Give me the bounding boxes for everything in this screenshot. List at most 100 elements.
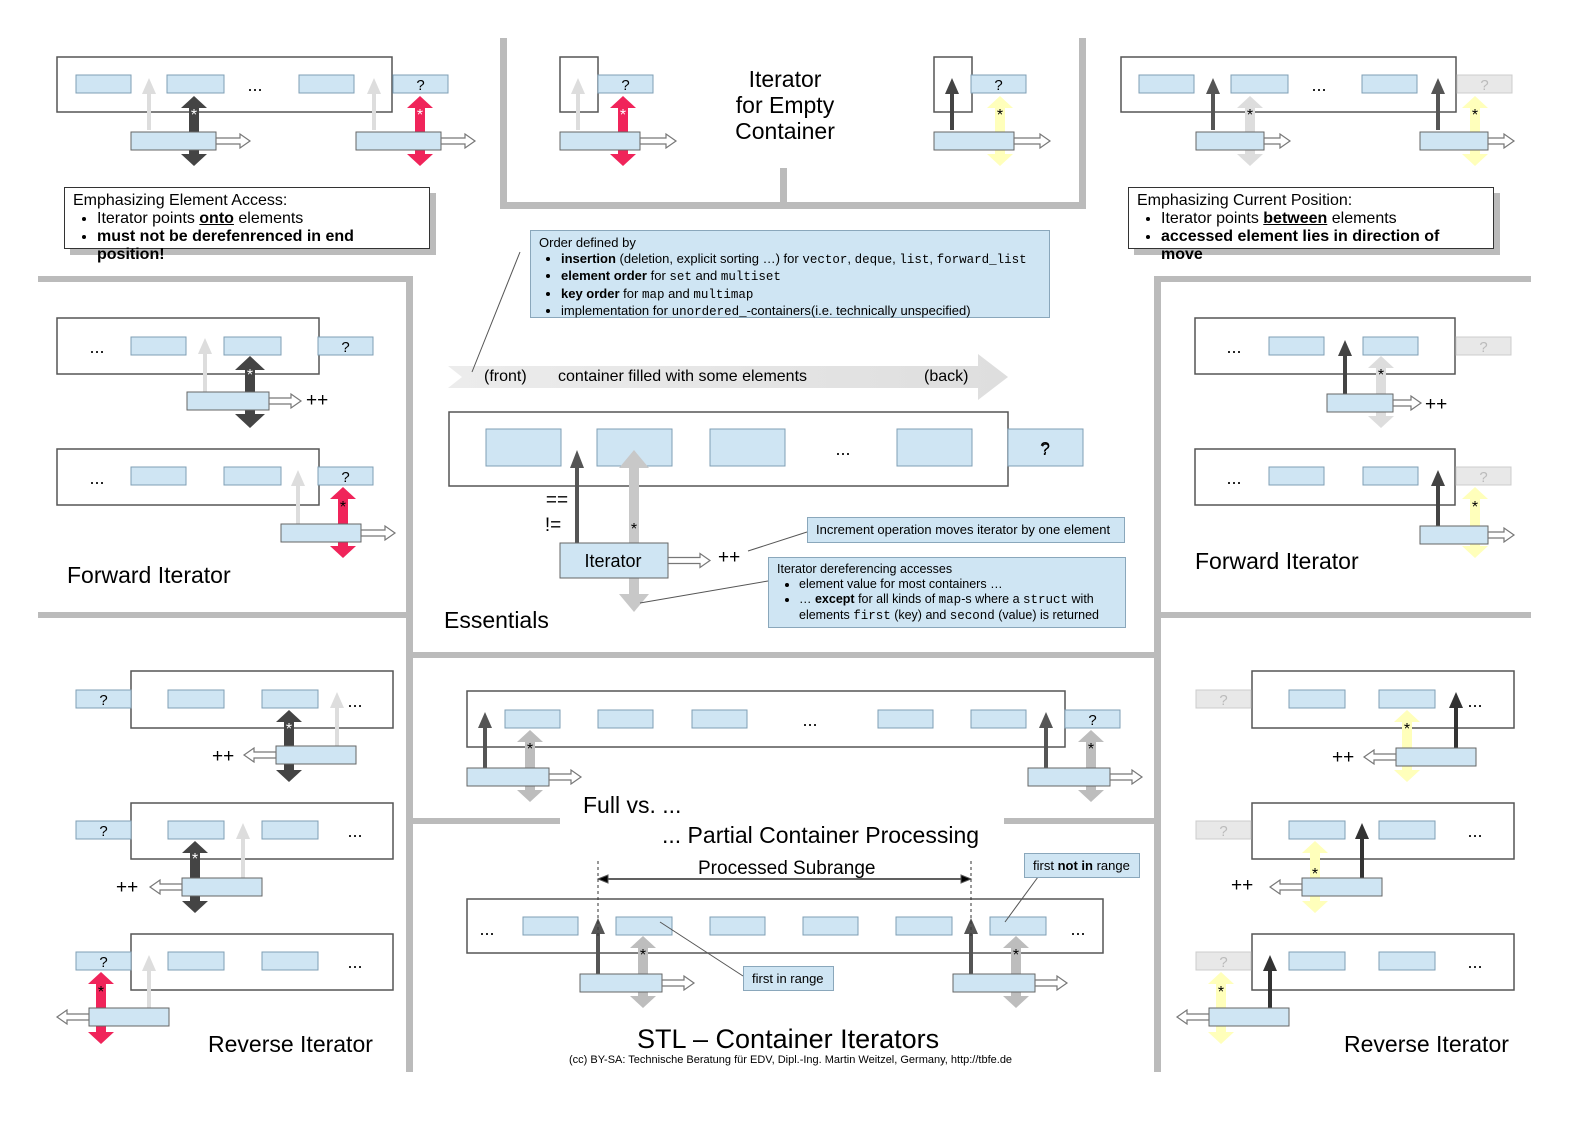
move-arrow [268,392,303,410]
end-marker-question: ? [994,77,1002,94]
end-marker-question: ? [1040,439,1050,459]
element-box [130,466,187,486]
element-box [261,820,319,840]
position-arrow [945,78,959,130]
callout-line [659,921,744,977]
element-box [597,709,654,729]
element-box [1195,951,1252,971]
current-position-item-1: Iterator points between elements [1161,210,1485,228]
credit-line: (cc) BY-SA: Technische Beratung für EDV,… [569,1054,1013,1066]
ellipsis: ... [1226,468,1241,488]
order-note: Order defined by insertion (deletion, ex… [530,230,1050,319]
position-arrow [1263,955,1277,1008]
element-box [317,466,374,486]
iterator-box [186,391,270,411]
current-position-item-2: accessed element lies in direction of mo… [1161,228,1485,264]
deref-star: * [191,107,197,124]
position-arrow [291,470,305,524]
element-box [167,820,225,840]
iterator-box [466,767,550,787]
iterator-box [1419,525,1489,545]
element-box [1230,74,1289,94]
element-box [223,466,282,486]
deref-star: * [620,107,626,124]
forward-iterator-right-label: Forward Iterator [1195,548,1359,574]
element-access-box: Emphasizing Element Access: Iterator poi… [64,187,430,263]
position-arrow [570,450,584,545]
deref-arrow [407,96,433,166]
iterator-box [559,131,641,151]
position-arrow [571,78,585,130]
elements-layer [75,74,1513,971]
reverse-iterator-right-label: Reverse Iterator [1344,1031,1509,1057]
position-arrow [478,712,492,768]
callout-line [1004,876,1039,923]
subrange-arrowhead-left [596,874,609,884]
element-box [1138,74,1195,94]
move-arrow [639,132,678,150]
subrange-label: Processed Subrange [698,858,876,879]
ellipsis: ... [347,821,362,841]
element-box [1455,466,1512,486]
element-access-item-1: Iterator points onto elements [97,210,421,228]
deref-star: * [1472,107,1478,124]
iterator-box [181,877,263,897]
element-box [223,336,282,356]
deref-star: * [417,107,423,124]
position-arrow [1338,340,1352,394]
iterator-box [1208,1007,1290,1027]
current-position-box: Emphasizing Current Position: Iterator p… [1128,187,1494,263]
element-box [522,916,579,936]
iterator-box [933,131,1015,151]
element-box [317,336,374,356]
move-arrow [55,1008,90,1026]
element-box [1195,820,1252,840]
deref-note-item-1: element value for most containers … [799,577,1117,592]
end-marker-question: ? [1480,77,1488,94]
element-box [167,951,225,971]
element-box [802,916,859,936]
deref-arrow [517,730,543,802]
deref-star: * [1312,866,1318,883]
end-marker-question: ? [1088,712,1096,729]
deref-arrow [1368,356,1394,428]
element-box [1288,951,1346,971]
element-box [75,820,132,840]
iterator-box [1419,131,1489,151]
element-box [1378,951,1436,971]
order-note-item-1: insertion (deletion, explicit sorting …)… [561,251,1041,269]
symbols-layer: ...?**?*?*...?**...?*++...?*...?*++...?*… [89,75,1488,1001]
move-arrow [148,878,183,896]
empty-container-title: Iterator for Empty Container [722,66,848,144]
move-arrow [661,974,696,992]
ellipsis: ... [479,919,494,939]
position-arrow [1431,470,1445,526]
deref-arrow [1237,96,1263,166]
move-arrow [1487,132,1516,150]
current-position-heading: Emphasizing Current Position: [1137,192,1353,209]
deref-arrow [182,841,208,913]
deref-note: Iterator dereferencing accesses element … [768,557,1126,628]
iterator-box [130,131,217,151]
deref-star: * [1247,107,1253,124]
first-not-in-range-note: first not in range [1024,853,1140,878]
deref-arrow [181,96,207,166]
end-marker-question: ? [1479,469,1487,486]
iterators-layer [55,131,1516,1027]
position-arrow [236,823,250,878]
full-vs-label: Full vs. ... [583,792,682,818]
reverse-iterator-left-label: Reverse Iterator [208,1031,373,1057]
ellipsis: ... [802,710,817,730]
inequality-symbol: != [545,515,561,536]
deref-note-heading: Iterator dereferencing accesses [777,562,953,576]
increment-symbol: ++ [212,746,234,767]
element-box [691,709,748,729]
position-arrow [330,692,344,746]
iterator-box [280,523,362,543]
element-box [1361,74,1418,94]
element-box [1456,74,1513,94]
element-box [877,709,934,729]
callout-line [639,580,769,604]
iterator-box [88,1007,170,1027]
move-arrow [1013,132,1052,150]
